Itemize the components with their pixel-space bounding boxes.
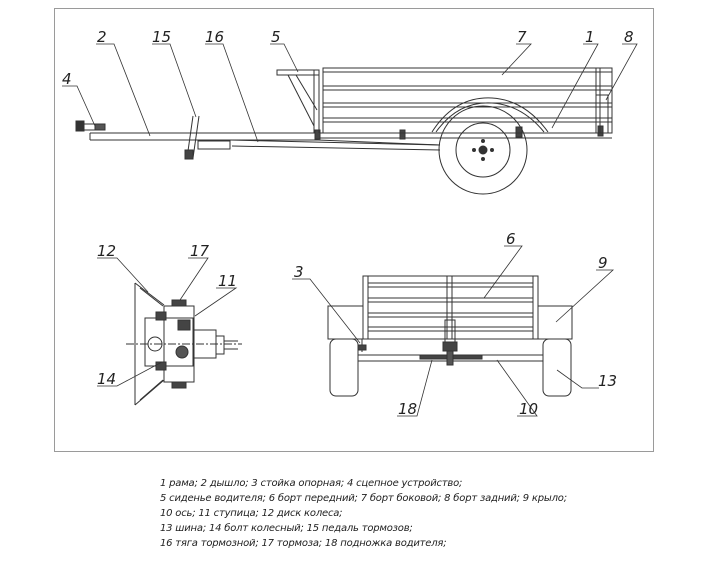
- front-view: [327, 275, 573, 397]
- drawbar: [89, 132, 441, 151]
- callout-16: 16: [205, 28, 224, 46]
- parts-legend: 1 рама; 2 дышло; 3 стойка опорная; 4 сце…: [160, 476, 680, 551]
- legend-line: 10 ось; 11 ступица; 12 диск колеса;: [160, 508, 343, 519]
- callout-11: 11: [218, 272, 237, 290]
- callout-14: 14: [97, 370, 116, 388]
- brake-pedal: [184, 115, 231, 160]
- side-wheel: [438, 105, 528, 195]
- callout-5: 5: [271, 28, 281, 46]
- rear-board: [595, 94, 609, 134]
- callout-18: 18: [398, 400, 417, 418]
- callout-17: 17: [190, 242, 210, 260]
- legend-line: 5 сиденье водителя; 6 борт передний; 7 б…: [160, 493, 567, 504]
- legend-line: 16 тяга тормозной; 17 тормоза; 18 поднож…: [160, 538, 447, 549]
- callout-6: 6: [506, 230, 516, 248]
- side-board: [322, 67, 613, 134]
- callout-1: 1: [585, 28, 595, 46]
- callout-9: 9: [598, 254, 608, 272]
- callout-8: 8: [624, 28, 634, 46]
- leader-lines: [62, 43, 638, 417]
- hub-view: [126, 282, 242, 406]
- callout-7: 7: [517, 28, 527, 46]
- callout-15: 15: [152, 28, 171, 46]
- callout-12: 12: [97, 242, 116, 260]
- drawing-frame: [54, 8, 654, 452]
- frame-rail: [314, 125, 612, 146]
- driver-seat: [276, 69, 320, 133]
- hitch: [75, 120, 106, 132]
- legend-line: 13 шина; 14 болт колесный; 15 педаль тор…: [160, 523, 413, 534]
- side-fender: [431, 97, 549, 133]
- callout-10: 10: [519, 400, 538, 418]
- callout-2: 2: [97, 28, 107, 46]
- side-view: [75, 67, 613, 195]
- legend-line: 1 рама; 2 дышло; 3 стойка опорная; 4 сце…: [160, 478, 463, 489]
- callout-4: 4: [62, 70, 72, 88]
- callouts: 4 2 15 16 5 7 1 8 12 17 11 14 3 6 9 13 1…: [62, 28, 634, 418]
- callout-13: 13: [598, 372, 617, 390]
- callout-3: 3: [294, 263, 304, 281]
